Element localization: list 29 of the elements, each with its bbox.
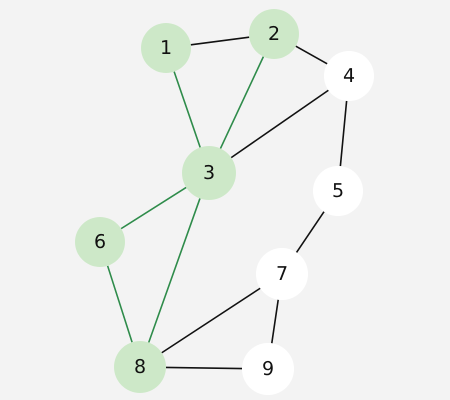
edge-line <box>190 36 250 46</box>
node-number: 9 <box>262 358 274 380</box>
edge-line <box>120 186 187 230</box>
node-number: 5 <box>332 180 344 202</box>
graph-node-circle <box>75 217 125 267</box>
edge-line <box>220 56 264 149</box>
edge-line <box>148 198 201 343</box>
edge-line <box>166 366 242 370</box>
edge-line <box>340 100 348 166</box>
graph-node-circle <box>313 166 363 216</box>
edge-line <box>296 211 325 253</box>
edge-line <box>161 288 261 354</box>
node-number: 6 <box>94 231 106 253</box>
graph-node-circle <box>324 51 374 101</box>
edge-line <box>173 71 201 148</box>
graph-node-circle <box>114 341 166 393</box>
node-number: 8 <box>134 356 146 378</box>
edge-line <box>106 266 133 342</box>
edge-line <box>230 90 329 158</box>
edge-line <box>295 46 328 64</box>
edge-line <box>271 300 279 344</box>
node-number: 4 <box>342 65 356 87</box>
node-number: 7 <box>276 263 288 285</box>
node-number: 2 <box>268 23 280 45</box>
node-number: 3 <box>202 162 216 184</box>
node-number: 1 <box>160 37 172 59</box>
graph-node-circle <box>182 146 236 200</box>
graph-node-circle <box>249 9 299 59</box>
graph-node-circle <box>141 23 191 73</box>
